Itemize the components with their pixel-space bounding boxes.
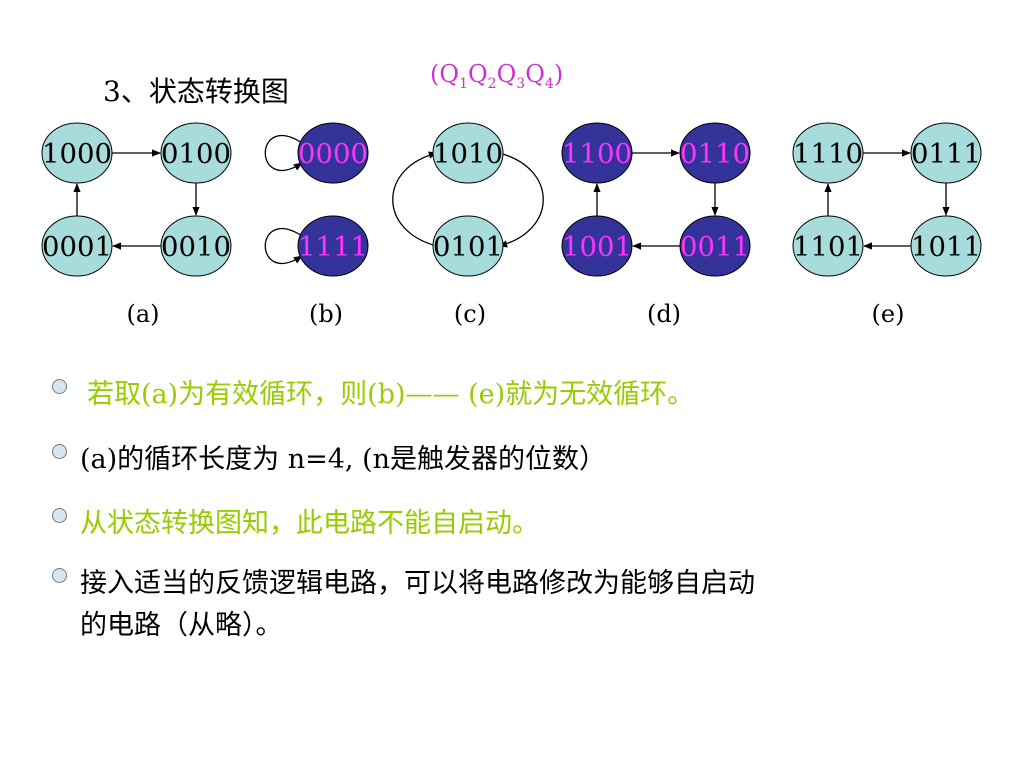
bullet-marker-4 <box>52 568 67 583</box>
bullet-text-1: 若取(a)为有效循环，则(b)—— (e)就为无效循环。 <box>87 379 695 410</box>
state-ellipse <box>41 122 113 184</box>
q1-letter: Q <box>439 60 460 88</box>
q4-letter: Q <box>525 60 545 88</box>
state-node-1111: 1111 <box>297 215 369 277</box>
diagram-caption: (c) <box>454 300 486 328</box>
q-open-paren: ( <box>430 60 440 88</box>
state-transition-diagram: 1000 0100 0001 0010 0000 1111 1010 0101 1100 0110… <box>41 122 982 328</box>
diagram-caption: (e) <box>872 300 905 328</box>
state-ellipse <box>41 215 113 277</box>
q2-letter: Q <box>467 60 488 88</box>
state-ellipse <box>297 122 369 184</box>
state-ellipse <box>910 215 982 277</box>
state-label: 0110 <box>680 139 750 170</box>
state-node-0110: 0110 <box>679 122 751 184</box>
bullet-marker-1 <box>52 379 67 394</box>
state-label: 0000 <box>298 139 368 170</box>
state-ellipse <box>160 122 232 184</box>
state-node-1101: 1101 <box>792 215 864 277</box>
state-ellipse <box>432 122 504 184</box>
bullet-text-4a: 接入适当的反馈逻辑电路，可以将电路修改为能够自启动 <box>80 568 755 599</box>
state-label: 0001 <box>42 232 112 263</box>
q3-letter: Q <box>496 60 517 88</box>
state-node-0010: 0010 <box>160 215 232 277</box>
state-label: 0010 <box>161 232 231 263</box>
diagram-caption: (a) <box>126 300 159 328</box>
diagram-caption: (b) <box>309 300 343 328</box>
state-node-0100: 0100 <box>160 122 232 184</box>
state-ellipse <box>792 215 864 277</box>
state-label: 1011 <box>911 232 981 263</box>
state-ellipse <box>679 122 751 184</box>
q2-sub: 2 <box>487 75 497 92</box>
bullet-marker-3 <box>52 508 67 523</box>
diagram-caption: (d) <box>647 300 681 328</box>
slide-title: 3、状态转换图 <box>103 75 289 108</box>
transition-arrow-b1-b1 <box>264 135 303 171</box>
state-label: 0101 <box>433 232 503 263</box>
state-label: 0111 <box>911 139 981 170</box>
state-ellipse <box>910 122 982 184</box>
transition-arrow-b2-b2 <box>264 228 303 264</box>
state-ellipse <box>561 122 633 184</box>
state-ellipse <box>561 215 633 277</box>
state-label: 1010 <box>433 139 503 170</box>
state-label: 1100 <box>562 139 632 170</box>
state-label: 1110 <box>793 139 863 170</box>
state-node-1010: 1010 <box>432 122 504 184</box>
bullet-marker-2 <box>52 444 67 459</box>
state-node-1110: 1110 <box>792 122 864 184</box>
state-ellipse <box>679 215 751 277</box>
state-node-1001: 1001 <box>561 215 633 277</box>
state-ellipse <box>792 122 864 184</box>
q-close-paren: ) <box>553 60 564 88</box>
state-node-0000: 0000 <box>297 122 369 184</box>
transition-arrow-c1-c2 <box>498 152 544 248</box>
bullet-text-3: 从状态转换图知，此电路不能自启动。 <box>80 508 539 539</box>
state-ellipse <box>297 215 369 277</box>
state-label: 0100 <box>161 139 231 170</box>
q3-sub: 3 <box>516 75 526 92</box>
state-node-1011: 1011 <box>910 215 982 277</box>
state-node-1000: 1000 <box>41 122 113 184</box>
state-node-0001: 0001 <box>41 215 113 277</box>
transition-arrow-c2-c1 <box>392 151 438 247</box>
state-node-0101: 0101 <box>432 215 504 277</box>
bullet-text-4b: 的电路（从略）。 <box>80 610 283 641</box>
state-variable-label: (Q1Q2Q3Q4) <box>430 60 563 92</box>
bullet-text-2: (a)的循环长度为 n=4, (n是触发器的位数） <box>80 444 607 475</box>
state-label: 0011 <box>680 232 750 263</box>
state-node-1100: 1100 <box>561 122 633 184</box>
state-ellipse <box>432 215 504 277</box>
state-label: 1001 <box>562 232 632 263</box>
state-label: 1111 <box>298 232 368 263</box>
q4-sub: 4 <box>544 75 554 92</box>
state-label: 1000 <box>42 139 112 170</box>
state-node-0011: 0011 <box>679 215 751 277</box>
q1-sub: 1 <box>459 75 468 92</box>
state-ellipse <box>160 215 232 277</box>
state-label: 1101 <box>793 232 863 263</box>
state-node-0111: 0111 <box>910 122 982 184</box>
